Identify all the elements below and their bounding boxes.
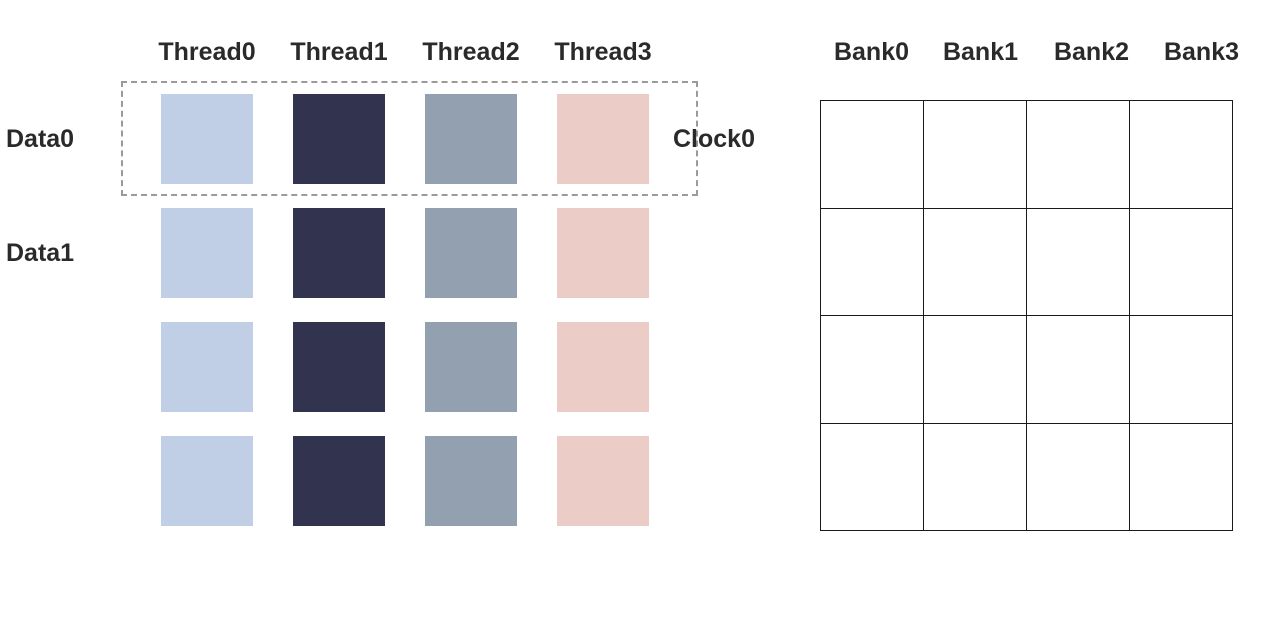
data-cell-thread2 xyxy=(425,322,517,412)
data-cell-thread3 xyxy=(557,436,649,526)
bank-slot xyxy=(1130,101,1233,209)
thread-header-3: Thread3 xyxy=(554,38,652,66)
bank-slot xyxy=(924,423,1027,531)
bank-slot xyxy=(1027,316,1130,424)
bank-slot xyxy=(821,316,924,424)
data-cell-thread0 xyxy=(161,322,253,412)
data-cell-thread2 xyxy=(425,436,517,526)
data-cell-thread1 xyxy=(293,208,385,298)
bank-slot xyxy=(1027,423,1130,531)
bank-slot xyxy=(821,101,924,209)
bank-slot xyxy=(1130,208,1233,316)
data-cell-thread1 xyxy=(293,94,385,184)
bank-slot xyxy=(1027,208,1130,316)
thread-header-1: Thread1 xyxy=(290,38,388,66)
bank-header-3: Bank3 xyxy=(1163,38,1240,66)
bank-slot xyxy=(821,423,924,531)
thread-header-2: Thread2 xyxy=(422,38,520,66)
clock0-selection-box xyxy=(121,81,698,196)
data-cell-thread2 xyxy=(425,94,517,184)
bank-slot xyxy=(924,316,1027,424)
data-cell-thread1 xyxy=(293,436,385,526)
row-label-data1: Data1 xyxy=(6,239,75,267)
bank-grid xyxy=(820,100,1233,531)
bank-header-0: Bank0 xyxy=(833,38,910,66)
data-cell-thread2 xyxy=(425,208,517,298)
data-cell-thread1 xyxy=(293,322,385,412)
data-cell-thread0 xyxy=(161,94,253,184)
row-label-data0: Data0 xyxy=(6,125,75,153)
clock-label: Clock0 xyxy=(673,125,755,153)
data-cell-thread0 xyxy=(161,436,253,526)
bank-header-1: Bank1 xyxy=(942,38,1019,66)
data-cell-thread3 xyxy=(557,94,649,184)
data-cell-thread3 xyxy=(557,322,649,412)
bank-slot xyxy=(821,208,924,316)
bank-slot xyxy=(924,101,1027,209)
bank-slot xyxy=(1130,316,1233,424)
bank-slot xyxy=(1130,423,1233,531)
bank-header-2: Bank2 xyxy=(1053,38,1130,66)
data-cell-thread0 xyxy=(161,208,253,298)
bank-slot xyxy=(1027,101,1130,209)
bank-slot xyxy=(924,208,1027,316)
data-cell-thread3 xyxy=(557,208,649,298)
thread-header-0: Thread0 xyxy=(158,38,256,66)
